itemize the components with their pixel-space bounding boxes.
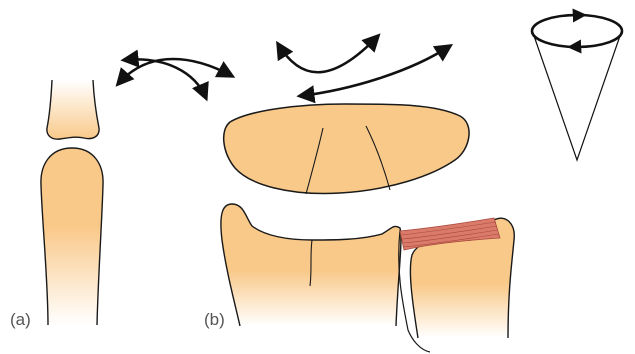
upper-bone-a — [47, 80, 99, 139]
panel-label-b: (b) — [204, 311, 225, 328]
flexion-arrow-2 — [124, 59, 206, 98]
rotation-ring-icon — [532, 15, 622, 47]
ring-arrow-top — [560, 15, 584, 16]
cone-icon — [533, 33, 621, 160]
motion-arrow-1 — [278, 36, 378, 72]
ring-arrow-bottom — [570, 46, 594, 47]
panel-b — [221, 36, 514, 352]
lower-bone-a — [41, 148, 103, 325]
panel-label-a: (a) — [10, 311, 31, 328]
rotation-cone — [532, 15, 622, 160]
carpal-row — [224, 104, 469, 193]
flexion-arrow-1 — [118, 59, 232, 84]
panel-a — [41, 59, 232, 325]
